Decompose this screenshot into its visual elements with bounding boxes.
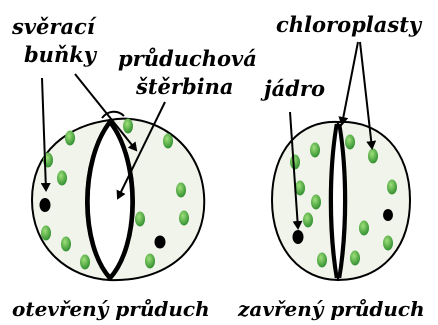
open-nucleus-left: [40, 198, 51, 212]
open-nucleus-right: [155, 236, 166, 249]
closed-left-guard-cell: [272, 122, 338, 280]
closed-nucleus-right: [383, 209, 393, 221]
label-pore-1: průduchová: [118, 46, 257, 71]
label-guard-cells-2: buňky: [24, 42, 98, 67]
label-guard-cells-1: svěrací: [11, 14, 97, 39]
label-chloroplasts: chloroplasty: [276, 12, 423, 37]
caption-open: otevřený průduch: [12, 297, 210, 321]
label-pore-2: štěrbina: [135, 74, 233, 99]
arrow-chloro-left: [342, 42, 358, 124]
closed-nucleus-left: [293, 230, 304, 244]
caption-closed: zavřený průduch: [237, 297, 425, 321]
label-nucleus: jádro: [260, 76, 325, 101]
